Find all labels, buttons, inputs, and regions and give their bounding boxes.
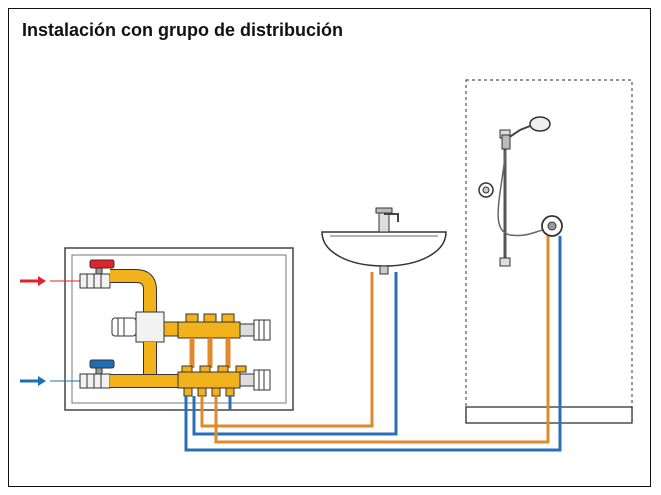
shower-hose: [497, 149, 549, 237]
wall-outlet-icon: [478, 182, 494, 198]
shower-hot-pipe: [214, 236, 550, 444]
diagram-title: Instalación con grupo de distribución: [22, 20, 344, 40]
shower-cold-pipe: [184, 236, 562, 452]
blue-arrow-icon: [20, 376, 80, 386]
hot-outlet-pipes: [189, 338, 231, 368]
hot-manifold: [177, 313, 271, 341]
red-ball-valve-icon: [79, 259, 115, 289]
washbasin-icon: [321, 207, 447, 275]
hot-brass-pipe: [110, 269, 157, 312]
sink-hot-pipe: [200, 272, 374, 428]
blue-ball-valve-icon: [79, 359, 115, 389]
thermostatic-mixer: [111, 311, 179, 376]
red-arrow-icon: [20, 276, 80, 286]
shower-mixer-icon: [541, 215, 563, 237]
shower-head-icon: [501, 116, 551, 150]
sink-cold-pipe: [192, 272, 398, 436]
